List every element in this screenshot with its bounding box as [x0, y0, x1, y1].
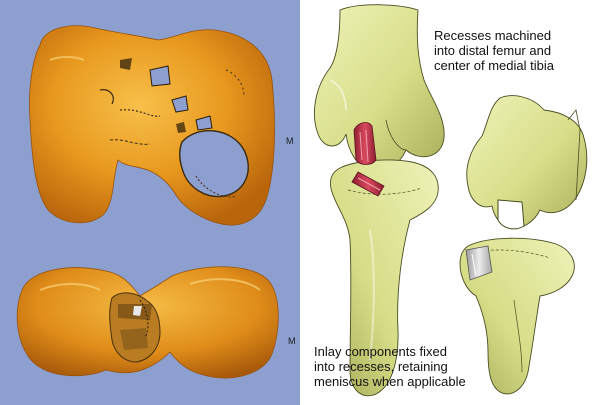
femur-medial-marker: M	[286, 136, 294, 146]
scan-panel: M M	[0, 0, 300, 405]
femur-recess-model	[467, 96, 587, 229]
scan-illustration: M M	[0, 0, 300, 405]
tibial-plateau-scan	[17, 267, 278, 378]
implant-panel: Recesses machined into distal femur and …	[300, 0, 601, 405]
femoral-inlay-implant	[354, 123, 376, 165]
caption-recesses: Recesses machined into distal femur and …	[434, 28, 599, 73]
caption-inlay-components: Inlay components fixed into recesses, re…	[314, 344, 514, 389]
assembled-femur-model	[314, 5, 444, 171]
femoral-condyles-scan	[29, 26, 274, 225]
tibia-medial-marker: M	[288, 336, 296, 346]
